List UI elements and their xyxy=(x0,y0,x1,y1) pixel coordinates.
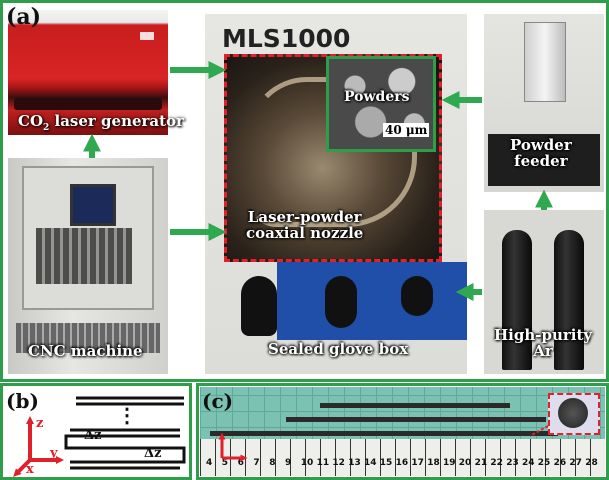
scale-bar-label: 40 μm xyxy=(383,123,430,137)
cnc-keyboard xyxy=(16,323,160,353)
argon-caption: High-purity Ar xyxy=(494,326,593,360)
laser-generator-ports xyxy=(14,98,162,110)
glove-box-panel xyxy=(277,262,467,340)
scan-turn-left xyxy=(64,434,70,450)
axis-x-label: x xyxy=(26,462,34,477)
panel-c-label: (c) xyxy=(202,389,234,413)
feeder-hopper xyxy=(524,22,566,102)
cnc-machine-photo xyxy=(8,158,168,374)
ruler-number: 7 xyxy=(253,458,260,468)
axis-x-arrow xyxy=(13,458,32,477)
cnc-machine-caption: CNC machine xyxy=(28,342,143,360)
ruler-number: 21 xyxy=(474,458,488,468)
ruler-strip xyxy=(200,439,605,476)
ruler-number: 24 xyxy=(522,458,535,468)
axis-y-label: y xyxy=(50,446,58,461)
ruler-number: 5 xyxy=(221,458,229,468)
ruler-number: 18 xyxy=(427,458,440,468)
ruler-number: 23 xyxy=(506,458,519,468)
glove-port-middle xyxy=(325,276,357,328)
laser-generator-logo xyxy=(140,32,154,40)
ruler-number: 11 xyxy=(316,458,330,468)
powder-feeder-photo xyxy=(484,14,604,192)
scan-turn-right xyxy=(180,446,186,464)
ruler-number: 10 xyxy=(300,458,314,468)
cross-section-disk xyxy=(558,398,588,428)
ruler-number: 28 xyxy=(585,458,598,468)
panel-a-label: (a) xyxy=(6,4,42,30)
ruler-number: 27 xyxy=(569,458,582,468)
ruler-number: 15 xyxy=(379,458,393,468)
machine-title: MLS1000 xyxy=(222,24,351,53)
feeder-base xyxy=(488,134,600,186)
sample-bar-1 xyxy=(320,403,510,408)
cylinder-left xyxy=(502,230,532,370)
sample-bar-2 xyxy=(286,417,546,422)
delta-z-label-2: Δz xyxy=(144,446,162,461)
ruler-number: 17 xyxy=(411,458,424,468)
cylinder-right xyxy=(554,230,584,370)
glove-port-right xyxy=(401,276,433,316)
glove-box-caption: Sealed glove box xyxy=(268,340,409,358)
nozzle-caption: Laser-powder coaxial nozzle xyxy=(246,208,364,242)
panel-b-label: (b) xyxy=(6,389,39,413)
ruler-number: 19 xyxy=(443,458,456,468)
ruler-number: 8 xyxy=(269,458,276,468)
powder-feeder-caption: Powder feeder xyxy=(510,136,572,170)
ruler-number: 6 xyxy=(237,458,244,468)
glove-port-left xyxy=(241,276,277,336)
cnc-keypad xyxy=(36,228,132,284)
axis-z-label: z xyxy=(36,416,44,431)
ruler-number: 22 xyxy=(490,458,503,468)
ruler-number: 13 xyxy=(348,458,361,468)
zoom-connector xyxy=(529,425,549,437)
cnc-screen xyxy=(70,184,116,226)
ruler-number: 12 xyxy=(332,458,345,468)
ruler-number: 26 xyxy=(553,458,567,468)
laser-generator-photo xyxy=(8,10,168,135)
ruler-number: 20 xyxy=(458,458,472,468)
ruler-number: 25 xyxy=(537,458,551,468)
powders-sem-photo xyxy=(326,56,436,152)
argon-cylinders-photo xyxy=(484,210,604,374)
laser-generator-caption: CO2 laser generator xyxy=(18,112,184,133)
powders-caption: Powders xyxy=(344,89,410,105)
scan-dots: ⋮ xyxy=(117,403,137,427)
sample-cross-section xyxy=(548,393,600,435)
delta-z-label-1: Δz xyxy=(84,428,102,443)
ruler-number: 16 xyxy=(395,458,409,468)
ruler-number: 9 xyxy=(285,458,292,468)
sample-bar-3 xyxy=(210,431,558,436)
ruler-number: 14 xyxy=(364,458,377,468)
ruler-number: 4 xyxy=(206,458,213,468)
